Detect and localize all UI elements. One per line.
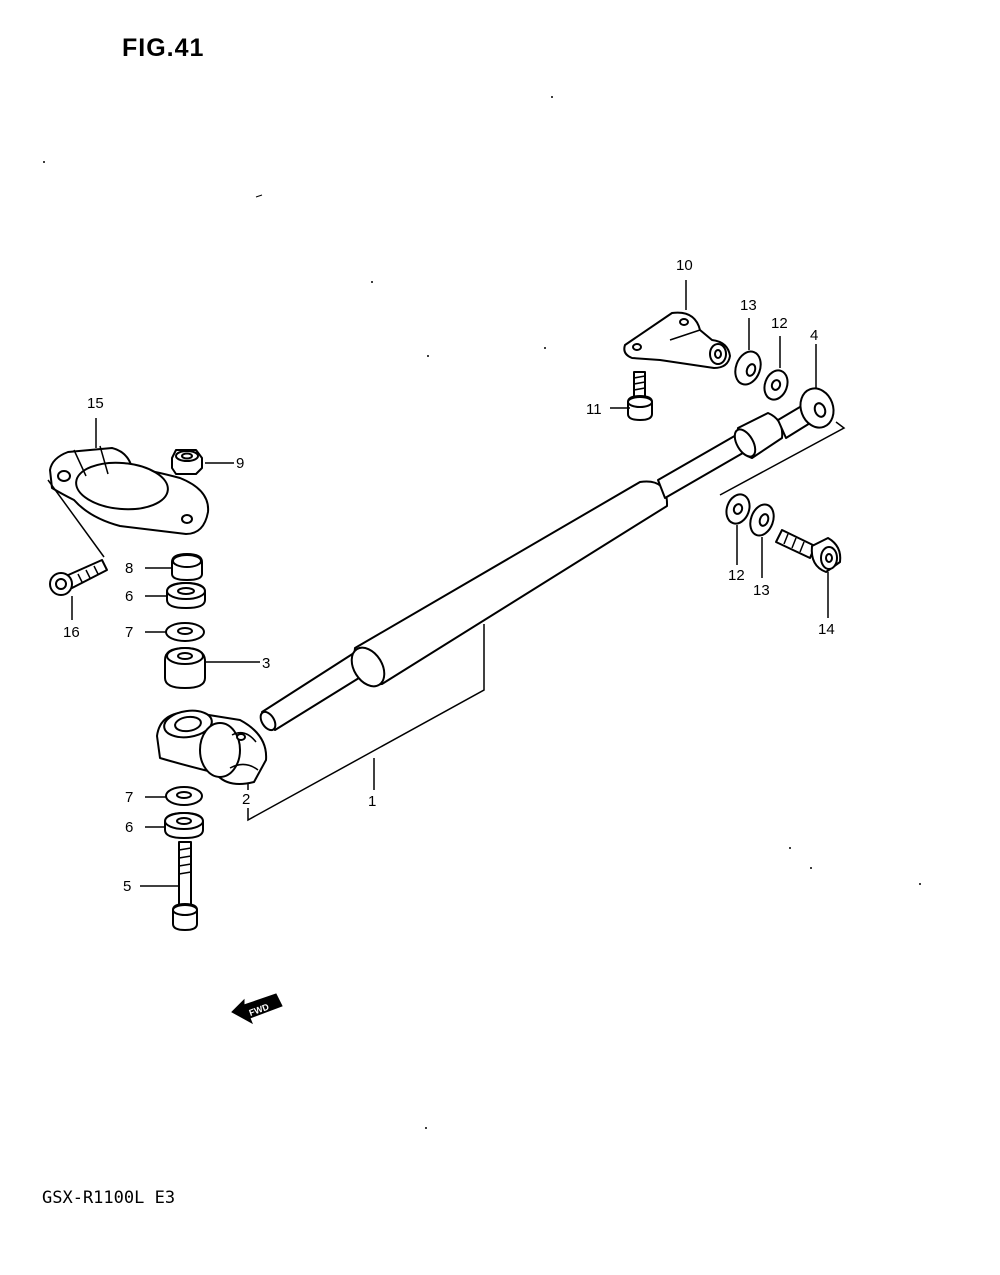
callout-12-lower: 12 [728,567,745,584]
part-9-nut [171,449,203,475]
figure-title: FIG.41 [122,34,205,62]
callout-10: 10 [676,257,693,274]
callout-4: 4 [810,327,818,344]
callout-16: 16 [63,624,80,641]
callout-14: 14 [818,621,835,638]
part-2-clamp-bracket [156,709,268,785]
part-7-washer-lower [165,786,203,806]
part-13-collar-lower [749,503,775,537]
part-6-collar-lower [164,812,204,839]
part-15-clamp-bracket [49,445,210,535]
part-4-rod-end [799,387,835,429]
part-steering-damper [259,387,835,732]
part-16-bolt [49,559,108,596]
callout-6-lower: 6 [125,819,133,836]
part-12-washer-upper [763,369,789,401]
scan-specks [43,96,921,1129]
callout-2: 2 [242,791,250,808]
callout-8: 8 [125,560,133,577]
callout-5: 5 [123,878,131,895]
callout-7-lower: 7 [125,789,133,806]
part-7-washer-upper [165,622,205,642]
callout-13-lower: 13 [753,582,770,599]
callout-3: 3 [262,655,270,672]
part-12-washer-lower [725,493,751,525]
callout-15: 15 [87,395,104,412]
part-13-collar-upper [734,350,762,386]
callout-11: 11 [586,401,602,418]
callout-1: 1 [368,793,376,810]
part-6-collar-upper [166,582,206,609]
model-code: GSX-R1100L E3 [42,1188,176,1208]
part-11-bolt [627,371,653,421]
callout-13-upper: 13 [740,297,757,314]
part-3-bushing [164,647,206,689]
part-5-bolt [172,841,198,931]
callout-labels: 1 2 3 4 5 6 6 7 7 8 9 10 11 12 12 13 13 … [63,257,835,895]
fwd-arrow-icon: FWD [231,993,283,1025]
part-14-bolt [775,529,842,573]
leader-lines [47,280,846,887]
callout-6-upper: 6 [125,588,133,605]
part-8-spacer [171,553,203,581]
callout-9: 9 [236,455,244,472]
callout-7-upper: 7 [125,624,133,641]
callout-12-upper: 12 [771,315,788,332]
part-10-bracket [623,311,731,369]
